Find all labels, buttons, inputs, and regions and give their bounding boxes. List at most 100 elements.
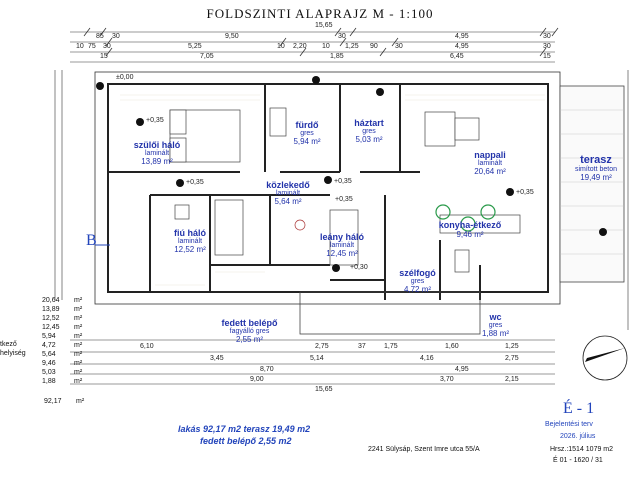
dim-top-5: 4,95 <box>455 33 469 40</box>
area-unit: m² <box>74 342 83 349</box>
room-name: konyha-étkező <box>438 220 502 230</box>
area-unit: m² <box>74 351 83 358</box>
summary-line-1: lakás 92,17 m2 terasz 19,49 m2 <box>178 424 311 434</box>
room-area: 12,52 m² <box>174 245 206 254</box>
room-area: 19,49 m² <box>580 173 612 182</box>
room-area: 9,46 m² <box>456 230 484 239</box>
room-area: 13,89 m² <box>141 157 173 166</box>
dim-top-2-9: 90 <box>370 43 378 50</box>
room-area: 1,88 m² <box>481 329 510 338</box>
dim-top-3-5: 15 <box>543 53 551 60</box>
sheet-hrsz: Hrsz.:1514 1079 m2 <box>550 446 614 453</box>
dim-bottom: 3,45 <box>210 355 224 362</box>
dim-top-2-2: 75 <box>88 43 96 50</box>
room-wc: wc gres 1,88 m² <box>478 312 513 338</box>
room-floor: gres <box>410 278 425 285</box>
dim-bottom: 1,60 <box>445 343 459 350</box>
summary-line-2: fedett belépő 2,55 m2 <box>200 436 292 446</box>
room-name: terasz <box>580 154 612 166</box>
room-name: fiú háló <box>174 228 206 238</box>
dim-bottom: 3,70 <box>440 376 454 383</box>
room-floor: simított beton <box>574 166 618 173</box>
room-area: 5,03 m² <box>355 135 383 144</box>
dim-top-2-5: 10 <box>277 43 285 50</box>
dim-top-2-1: 10 <box>76 43 84 50</box>
dim-bottom: 4,16 <box>420 355 434 362</box>
room-konyha-etkezo: konyha-étkező 9,46 m² <box>435 220 505 239</box>
room-floor: laminált <box>275 190 301 197</box>
dim-top-2-10: 30 <box>395 43 403 50</box>
area-list: 20,64 13,89 12,52 12,45 5,94 4,72 5,64 9… <box>42 296 60 386</box>
dim-top-4: 30 <box>338 33 346 40</box>
room-kozlekedo: közlekedő laminált 5,64 m² <box>258 180 318 206</box>
area-unit: m² <box>74 324 83 331</box>
room-area: 5,64 m² <box>274 197 302 206</box>
floor-hatch <box>120 94 545 286</box>
dim-bottom: 9,00 <box>250 376 264 383</box>
dim-bottom: 2,75 <box>315 343 329 350</box>
room-nappali: nappali laminált 20,64 m² <box>460 150 520 176</box>
room-area: 12,45 m² <box>326 249 358 258</box>
sheet-code: É - 1 <box>563 400 595 417</box>
area-total-unit: m² <box>76 398 85 405</box>
dim-top-3-2: 7,05 <box>200 53 214 60</box>
area-item: 1,88 <box>42 378 56 385</box>
dim-top-2: 30 <box>112 33 120 40</box>
room-name: leány háló <box>319 232 364 242</box>
room-name: szélfogó <box>399 268 436 278</box>
dimension-ticks <box>83 27 559 57</box>
room-terasz: terasz simított beton 19,49 m² <box>566 154 626 182</box>
area-item: 4,72 <box>42 342 56 349</box>
level-label: +0,35 <box>186 179 204 186</box>
dim-bottom: 5,14 <box>310 355 324 362</box>
room-name: nappali <box>474 150 506 160</box>
area-unit: m² <box>74 369 83 376</box>
dim-top-3-3: 1,85 <box>330 53 344 60</box>
level-label: +0,35 <box>146 117 164 124</box>
area-item: 12,45 <box>42 324 60 331</box>
area-units: m² m² m² m² m² m² m² m² m² m² <box>74 296 82 386</box>
area-total: 92,17 <box>44 398 62 405</box>
internal-walls <box>108 84 481 300</box>
level-label: +0,35 <box>334 178 352 185</box>
left-labels: tkező helyiség <box>0 340 26 358</box>
room-leany-halo: leány háló laminált 12,45 m² <box>312 232 372 258</box>
area-item: 5,03 <box>42 369 56 376</box>
furniture <box>169 107 521 273</box>
dim-top-2-11: 4,95 <box>455 43 469 50</box>
sheet-ref: É 01 - 1620 / 31 <box>553 457 603 464</box>
level-markers <box>96 76 607 272</box>
dim-bottom: 2,15 <box>505 376 519 383</box>
dim-bottom: 37 <box>358 343 366 350</box>
dim-top-2-12: 30 <box>543 43 551 50</box>
dim-top-2-4: 5,25 <box>188 43 202 50</box>
left-label: tkező <box>0 341 17 348</box>
dim-bottom: 4,95 <box>455 366 469 373</box>
room-name: szülői háló <box>133 140 181 150</box>
section-mark: B <box>86 232 97 249</box>
room-haztart: háztart gres 5,03 m² <box>344 118 394 144</box>
dim-top-2-3: 30 <box>103 43 111 50</box>
dim-bottom: 8,70 <box>260 366 274 373</box>
top-dimension-lines <box>54 31 629 385</box>
dim-top-3: 9,50 <box>225 33 239 40</box>
dim-top-3-4: 6,45 <box>450 53 464 60</box>
sheet-date: 2026. július <box>560 433 596 440</box>
left-label: helyiség <box>0 350 26 357</box>
area-unit: m² <box>74 306 83 313</box>
dim-bottom: 6,10 <box>140 343 154 350</box>
area-item: 20,64 <box>42 297 60 304</box>
area-unit: m² <box>74 333 83 340</box>
level-label: +0,35 <box>516 189 534 196</box>
dim-top-2-7: 10 <box>322 43 330 50</box>
area-unit: m² <box>74 315 83 322</box>
room-area: 2,55 m² <box>235 335 264 344</box>
room-area: 20,64 m² <box>474 167 506 176</box>
dim-top-3-1: 15 <box>100 53 108 60</box>
address: 2241 Sülysáp, Szent Imre utca 55/A <box>368 446 480 453</box>
area-unit: m² <box>74 378 83 385</box>
dim-top-2-8: 1,25 <box>345 43 359 50</box>
dim-top-1: 85 <box>96 33 104 40</box>
room-name: háztart <box>354 118 384 128</box>
